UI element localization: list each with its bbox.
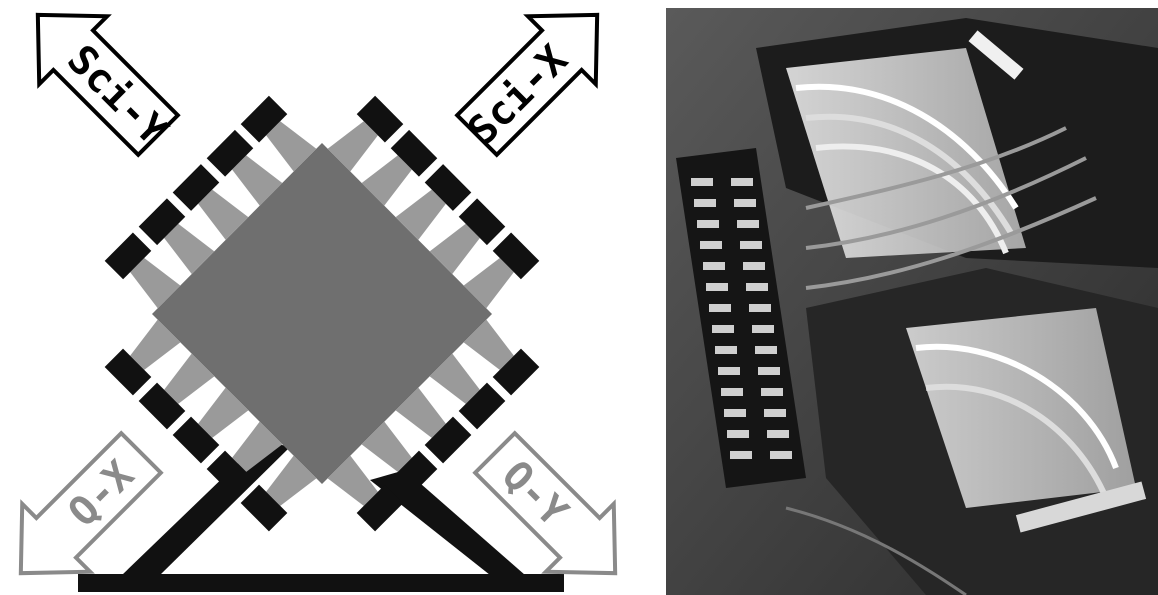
lemo-connector [697,220,719,228]
sci-y-arrow: Sci-Y [4,0,194,171]
lemo-connector [691,178,713,186]
lemo-connector [758,367,780,375]
lemo-connector [761,388,783,396]
base-beam [78,574,564,592]
lemo-connector [694,199,716,207]
lemo-connector [731,178,753,186]
lemo-connector [724,409,746,417]
lemo-connector [718,367,740,375]
lemo-connector [727,430,749,438]
sci-x-arrow: Sci-X [441,0,631,171]
lemo-connector [770,451,792,459]
lemo-connector [755,346,777,354]
lemo-connector [746,283,768,291]
lemo-connector [706,283,728,291]
lemo-connector [767,430,789,438]
lemo-connector [737,220,759,228]
detector-schematic: Sci-Y Sci-X Q-X Q-Y [0,0,650,595]
lemo-connector [700,241,722,249]
lemo-connector [712,325,734,333]
lemo-connector [740,241,762,249]
detector-photograph [666,8,1158,595]
lemo-connector [749,304,771,312]
lemo-connector [764,409,786,417]
lemo-connector [743,262,765,270]
lemo-connector [709,304,731,312]
lemo-connector [721,388,743,396]
lemo-connector [703,262,725,270]
lemo-connector [734,199,756,207]
lemo-connector [730,451,752,459]
lemo-connector [715,346,737,354]
lemo-connector [752,325,774,333]
